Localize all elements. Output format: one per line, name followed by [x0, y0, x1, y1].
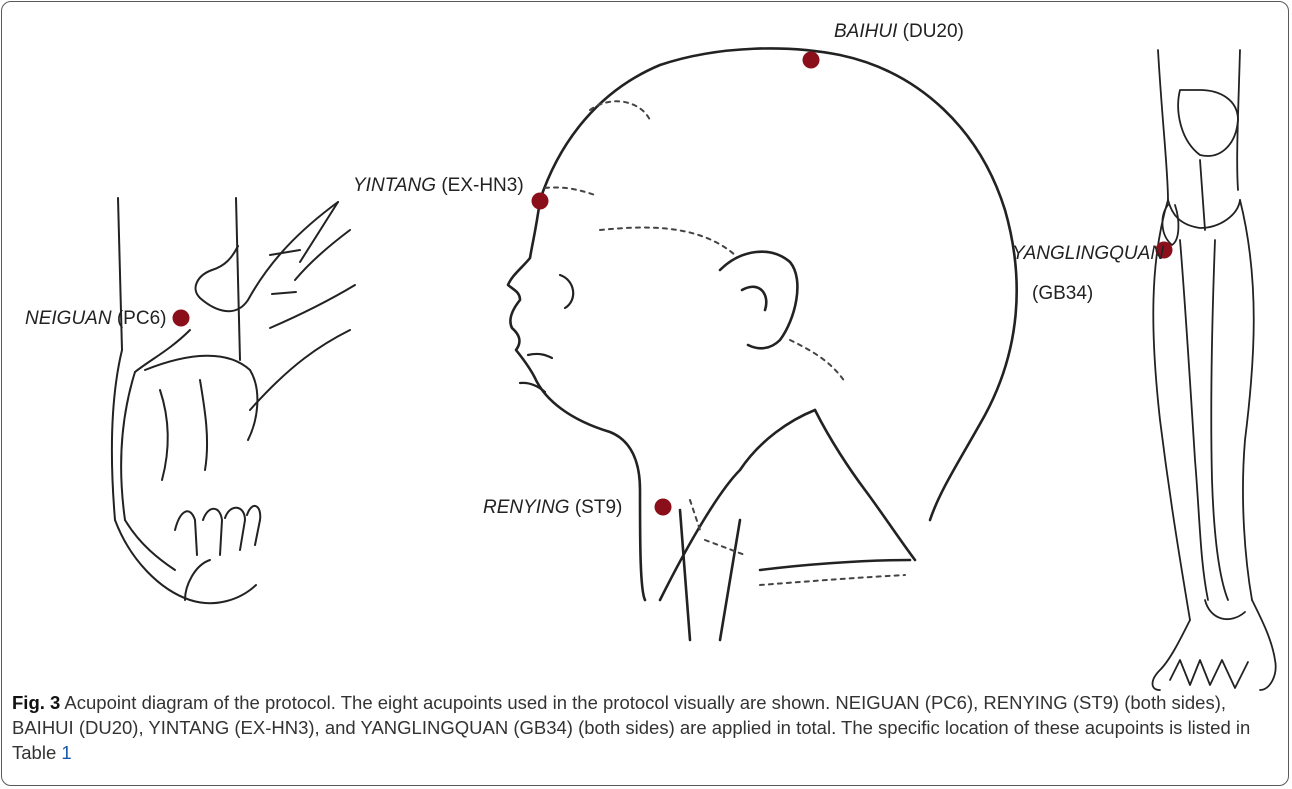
renying-label: RENYING (ST9) — [483, 497, 622, 519]
renying-name: RENYING — [483, 497, 570, 518]
figure-caption: Fig. 3 Acupoint diagram of the protocol.… — [12, 690, 1278, 765]
hand-drawing — [112, 198, 355, 603]
yanglingquan-code-label: (GB34) — [1032, 283, 1093, 305]
figure-number: Fig. 3 — [12, 692, 60, 713]
yintang-point — [532, 193, 549, 210]
baihui-code: (DU20) — [903, 21, 964, 42]
baihui-point — [803, 52, 820, 69]
caption-text: Acupoint diagram of the protocol. The ei… — [12, 692, 1250, 763]
head-drawing — [508, 48, 1017, 640]
yintang-label: YINTANG (EX-HN3) — [353, 175, 524, 197]
table-reference-link[interactable]: 1 — [61, 742, 71, 763]
leg-drawing — [1153, 50, 1276, 690]
renying-point — [655, 499, 672, 516]
yanglingquan-code: (GB34) — [1032, 283, 1093, 304]
yanglingquan-name: YANGLINGQUAN — [1012, 243, 1164, 264]
yintang-name: YINTANG — [353, 175, 436, 196]
neiguan-label: NEIGUAN (PC6) — [25, 308, 166, 330]
yanglingquan-name-label: YANGLINGQUAN — [1012, 243, 1164, 265]
neiguan-code: (PC6) — [117, 308, 167, 329]
neiguan-name: NEIGUAN — [25, 308, 112, 329]
renying-code: (ST9) — [575, 497, 623, 518]
baihui-label: BAIHUI (DU20) — [834, 21, 964, 43]
acupoint-dots — [173, 52, 1173, 516]
yintang-code: (EX-HN3) — [441, 175, 523, 196]
neiguan-point — [173, 310, 190, 327]
baihui-name: BAIHUI — [834, 21, 897, 42]
